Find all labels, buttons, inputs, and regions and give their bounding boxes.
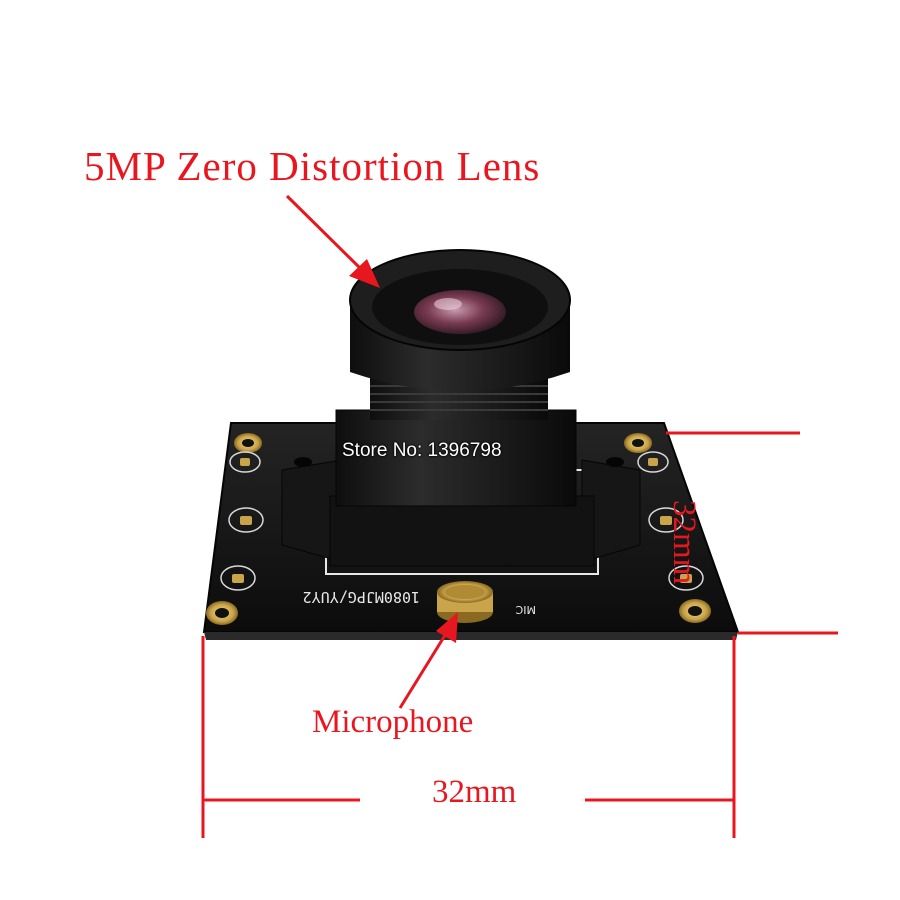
lens-barrel <box>349 249 571 391</box>
height-dimension-label: 32mm <box>666 500 702 585</box>
lens-arrow <box>285 194 380 288</box>
side-pads-left <box>232 458 252 583</box>
svg-text:MIC: MIC <box>515 603 536 616</box>
lens-annotation-label: 5MP Zero Distortion Lens <box>84 143 541 189</box>
pcb-edge <box>204 632 738 640</box>
store-watermark: Store No: 1396798 <box>342 440 502 461</box>
lens-glass <box>414 290 506 334</box>
mounting-hole-top-left <box>234 433 262 453</box>
side-pads-right <box>648 458 692 583</box>
mounting-hole-bottom-right <box>679 599 711 623</box>
microphone-arrow <box>398 612 458 709</box>
width-dimension-label: 32mm <box>432 774 517 810</box>
microphone-component <box>437 581 493 623</box>
mounting-hole-bottom-left <box>206 601 238 625</box>
width-dimension <box>201 636 736 838</box>
height-dimension <box>666 431 838 635</box>
pcb-silkscreen-format: 1080MJPG/YUY2 <box>303 588 420 606</box>
lens-holder <box>281 409 641 567</box>
microphone-annotation-label: Microphone <box>312 704 474 740</box>
mounting-hole-top-right <box>624 433 652 453</box>
pad-outlines <box>220 451 704 591</box>
pcb-silkscreen-mic: MIC <box>515 603 536 616</box>
svg-text:1080MJPG/YUY2: 1080MJPG/YUY2 <box>303 588 420 606</box>
